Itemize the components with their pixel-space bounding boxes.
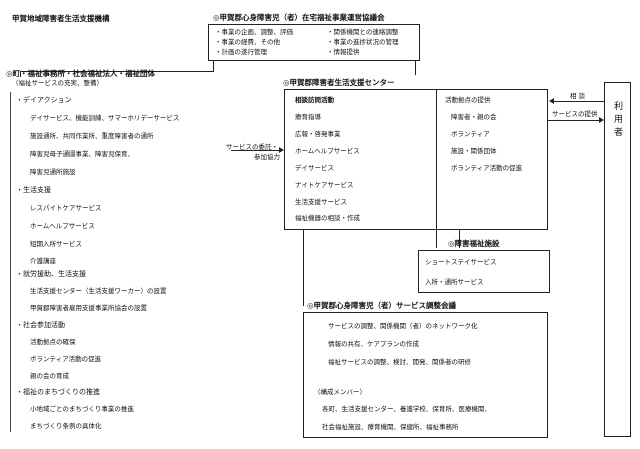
arrow-head-icon — [599, 117, 604, 123]
section-item: 障害児通所施設 — [30, 168, 76, 176]
section-item: 活動拠点の確保 — [30, 338, 76, 346]
center-right-item: ボランティア活動の促進 — [451, 164, 523, 172]
section-item: 介護講座 — [30, 257, 56, 265]
section-item: 短期入所サービス — [30, 240, 82, 248]
council-box: ・事業の企画、調整、評価 ・関係機関との連絡調整 ・事業の経費、その他 ・事業の… — [208, 24, 420, 61]
section-item: レスパイトケアサービス — [30, 204, 102, 212]
connector-line — [20, 71, 214, 72]
center-item: ホームヘルプサービス — [295, 147, 360, 155]
section-item: 施設通所、共同作業所、重度障害者の通所 — [30, 132, 154, 140]
coordination-item: 福祉サービスの調整、検討、開発、関係者の研修 — [328, 358, 471, 366]
center-item: 療育指導 — [295, 113, 321, 121]
center-item: 相談訪問活動 — [295, 96, 334, 104]
center-right-item: 障害者・親の会 — [451, 113, 497, 121]
facility-title: ◎障害福祉施設 — [448, 239, 500, 248]
left-org-subtitle: （福祉サービスの充実、整備） — [12, 79, 103, 87]
section-heading: ・デイアクション — [16, 96, 72, 104]
section-item: 小地域ごとのまちづくり事業の推進 — [30, 405, 134, 413]
arrow-label: サービスの委託・ — [226, 143, 278, 151]
center-item: 広報・啓発事業 — [295, 130, 341, 138]
service-label: サービスの提供 — [552, 110, 598, 118]
section-heading: ・生活支援 — [16, 186, 51, 194]
center-right-heading: 活動拠点の提供 — [445, 96, 491, 104]
arrow-line — [548, 120, 599, 121]
connector-line — [303, 230, 304, 306]
arrow-line — [553, 101, 604, 102]
members-label: （構成メンバー） — [314, 388, 366, 396]
member-line: 各町、生活支援センター、養護学校、保育所、医療機関、 — [322, 405, 491, 413]
left-org-panel: ・デイアクション デイサービス、機能訓練、サマーホリデーサービス 施設通所、共同… — [10, 90, 231, 437]
section-item: ホームヘルプサービス — [30, 222, 95, 230]
center-right-item: 施設・関係団体 — [451, 147, 497, 155]
section-item: 甲賀郡障害者雇用支援事業所協会の設置 — [30, 304, 147, 312]
section-item: 親の会の育成 — [30, 372, 69, 380]
connector-line — [436, 230, 437, 248]
user-box: 利用者 — [604, 82, 631, 437]
center-item: 生活支援サービス — [295, 198, 347, 206]
section-item: ボランティア活動の促進 — [30, 355, 102, 363]
coordination-item: サービスの調整、関係機関（者）のネットワーク化 — [328, 322, 478, 330]
council-item: ・事業の経費、その他 — [215, 38, 280, 46]
center-item: デイサービス — [295, 164, 334, 172]
user-label: 利用者 — [612, 101, 622, 140]
coordination-title: ◎甲賀郡心身障害児（者）サービス調整会議 — [307, 301, 457, 310]
consult-label: 相 談 — [570, 92, 586, 100]
coordination-item: 情報の共有、ケアプランの作成 — [328, 340, 419, 348]
council-item: ・事業の進捗状況の管理 — [327, 38, 399, 46]
section-item: デイサービス、機能訓練、サマーホリデーサービス — [30, 114, 180, 122]
council-item: ・計画の遂行管理 — [215, 48, 267, 56]
center-divider — [436, 90, 437, 229]
section-item: まちづくり条例の具体化 — [30, 422, 102, 430]
facility-box: ショートステイサービス 入所・通所サービス — [418, 250, 550, 293]
section-item: 障害児母子通園事業、障害児保育、 — [30, 150, 134, 158]
facility-item: ショートステイサービス — [425, 258, 497, 266]
connector-line — [213, 61, 214, 71]
arrow-line — [231, 150, 280, 151]
arrow-label: 参加協力 — [254, 153, 280, 161]
arrow-head-icon — [549, 98, 554, 104]
section-heading: ・社会参加活動 — [16, 321, 65, 329]
arrow-head-icon — [279, 147, 284, 153]
connector-line — [459, 230, 460, 248]
council-item: ・関係機関との連絡調整 — [327, 28, 399, 36]
diagram-title: 甲賀地域障害者生活支援機構 — [12, 14, 110, 23]
council-title: ◎甲賀郡心身障害児（者）在宅福祉事業運営協議会 — [213, 13, 385, 22]
left-org-title: ◎町・福祉事務所・社会福祉法人・福祉団体 — [6, 69, 156, 78]
member-line: 社会福祉施設、療育機関、保健所、福祉事務所 — [322, 423, 459, 431]
council-item: ・事業の企画、調整、評価 — [215, 28, 293, 36]
facility-item: 入所・通所サービス — [425, 278, 484, 286]
section-heading: ・福祉のまちづくりの推進 — [16, 388, 100, 396]
left-org-border — [10, 92, 11, 432]
center-box: 相談訪問活動 療育指導 広報・啓発事業 ホームヘルプサービス デイサービス ナイ… — [284, 89, 548, 230]
center-item: 福祉機器の相談・作成 — [295, 214, 360, 222]
section-item: 生活支援センター（生活支援ワーカー）の設置 — [30, 287, 167, 295]
council-item: ・情報提供 — [327, 48, 360, 56]
connector-line — [415, 61, 416, 75]
center-item: ナイトケアサービス — [295, 181, 354, 189]
section-heading: ・就労援助、生活支援 — [16, 270, 86, 278]
center-title: ◎甲賀郡障害者生活支援センター — [283, 78, 395, 87]
connector-line — [20, 71, 21, 77]
center-right-item: ボランティア — [451, 130, 490, 138]
coordination-box: サービスの調整、関係機関（者）のネットワーク化 情報の共有、ケアプランの作成 福… — [303, 312, 548, 438]
